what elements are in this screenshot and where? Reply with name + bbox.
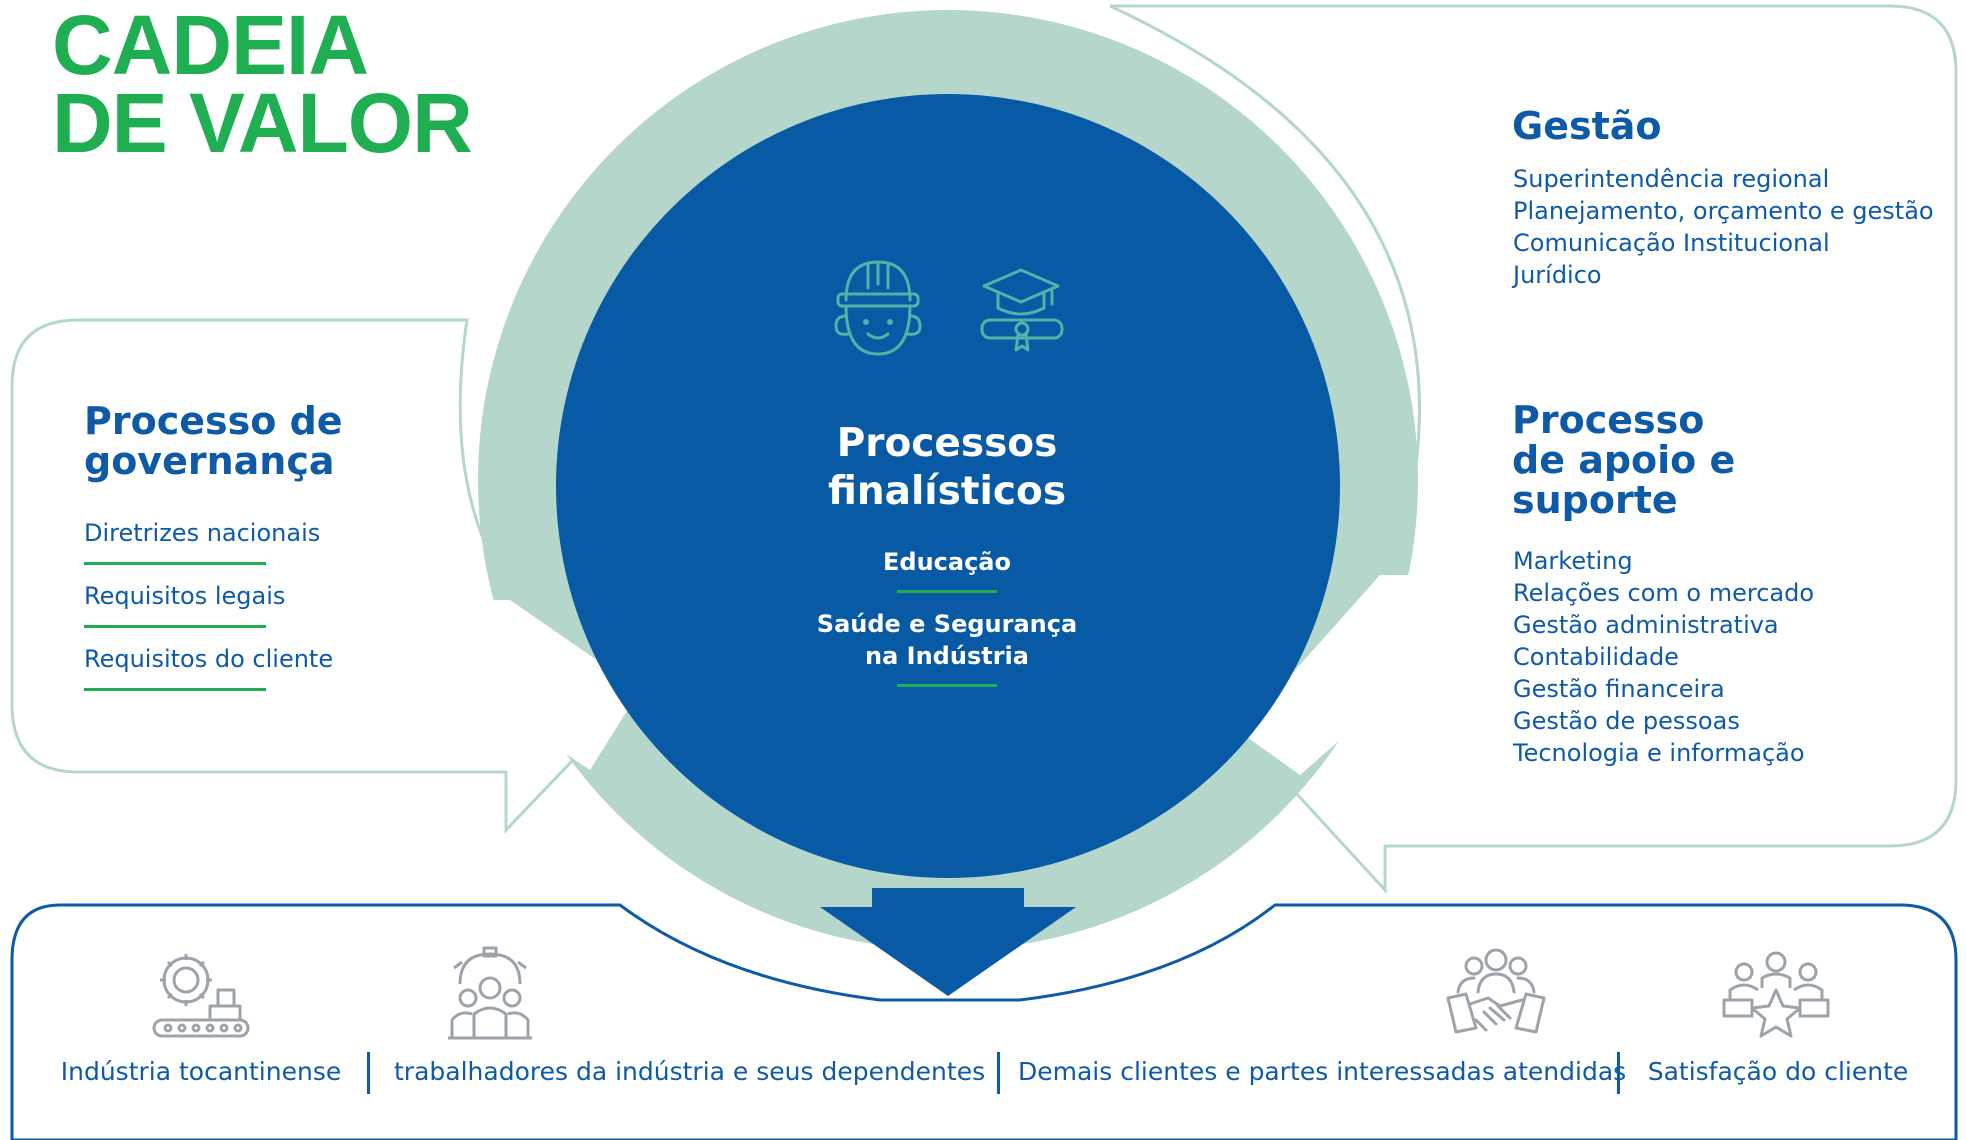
governance-item: Requisitos do cliente (84, 644, 333, 691)
governance-item-label: Requisitos do cliente (84, 645, 334, 673)
governance-divider (84, 688, 266, 691)
support-item: Gestão financeira (1513, 675, 1725, 703)
outcomes-box (10, 903, 1958, 1140)
governance-heading-line-1: Processo de (84, 399, 343, 443)
title-line-1: CADEIA (52, 0, 369, 92)
industry-gear-icon (152, 954, 250, 1038)
core-title-line-1: Processos (836, 421, 1058, 466)
handshake-people-icon (1446, 948, 1546, 1034)
governance-heading-line-2: governança (84, 439, 335, 483)
support-item: Marketing (1513, 547, 1633, 575)
management-item: Comunicação Institucional (1513, 229, 1830, 257)
support-item: Gestão de pessoas (1513, 707, 1740, 735)
governance-list: Diretrizes nacionais Requisitos legais R… (84, 518, 333, 691)
management-list: Superintendência regional Planejamento, … (1513, 163, 1934, 291)
support-heading: Processo de apoio e suporte (1512, 400, 1735, 520)
outcome-separator (367, 1052, 370, 1094)
core-title: Processos finalísticos (650, 420, 1244, 516)
core-circle (556, 94, 1340, 878)
support-item: Relações com o mercado (1513, 579, 1815, 607)
governance-item-label: Requisitos legais (84, 582, 286, 610)
outcome-label: Indústria tocantinense (60, 1057, 342, 1086)
graduation-diploma-icon (980, 268, 1064, 352)
support-item: Tecnologia e informação (1513, 739, 1805, 767)
management-item: Planejamento, orçamento e gestão (1513, 197, 1934, 225)
ring-arrow-right (1240, 575, 1440, 775)
management-heading: Gestão (1512, 104, 1662, 148)
governance-item: Requisitos legais (84, 581, 286, 628)
governance-callout (10, 318, 643, 834)
support-heading-line-3: suporte (1512, 478, 1678, 522)
core-divider (897, 684, 997, 687)
management-item: Superintendência regional (1513, 165, 1830, 193)
support-heading-line-1: Processo (1512, 398, 1705, 442)
outcome-label: Demais clientes e partes interessadas at… (1018, 1057, 1627, 1086)
outcome-separator (1617, 1052, 1620, 1094)
outcome-separator (997, 1052, 1000, 1094)
core-title-line-2: finalísticos (827, 469, 1067, 514)
core-divider (897, 590, 997, 593)
page-title: CADEIA DE VALOR (52, 0, 473, 170)
governance-item: Diretrizes nacionais (84, 518, 320, 565)
outcome-label: Satisfação do cliente (1647, 1057, 1909, 1086)
support-list: Marketing Relações com o mercado Gestão … (1513, 545, 1814, 769)
support-item: Gestão administrativa (1513, 611, 1779, 639)
workers-gear-icon (448, 946, 532, 1040)
support-heading-line-2: de apoio e (1512, 438, 1736, 482)
core-item-education: Educação (883, 548, 1011, 576)
outcome-label: trabalhadores da indústria e seus depend… (394, 1057, 986, 1086)
management-item: Jurídico (1513, 261, 1602, 289)
governance-heading: Processo de governança (84, 401, 343, 481)
worker-helmet-icon (834, 260, 922, 356)
down-arrow (820, 888, 1076, 996)
core-item-health-safety: Saúde e Segurança na Indústria (700, 608, 1194, 672)
core-item-line-1: Saúde e Segurança (816, 610, 1078, 638)
people-star-icon (1722, 951, 1830, 1038)
core-item-line-2: na Indústria (865, 642, 1029, 670)
governance-divider (84, 625, 266, 628)
support-item: Contabilidade (1513, 643, 1679, 671)
ring-arrow-left (452, 600, 640, 770)
governance-divider (84, 562, 266, 565)
governance-item-label: Diretrizes nacionais (84, 519, 321, 547)
title-line-2: DE VALOR (52, 76, 473, 170)
